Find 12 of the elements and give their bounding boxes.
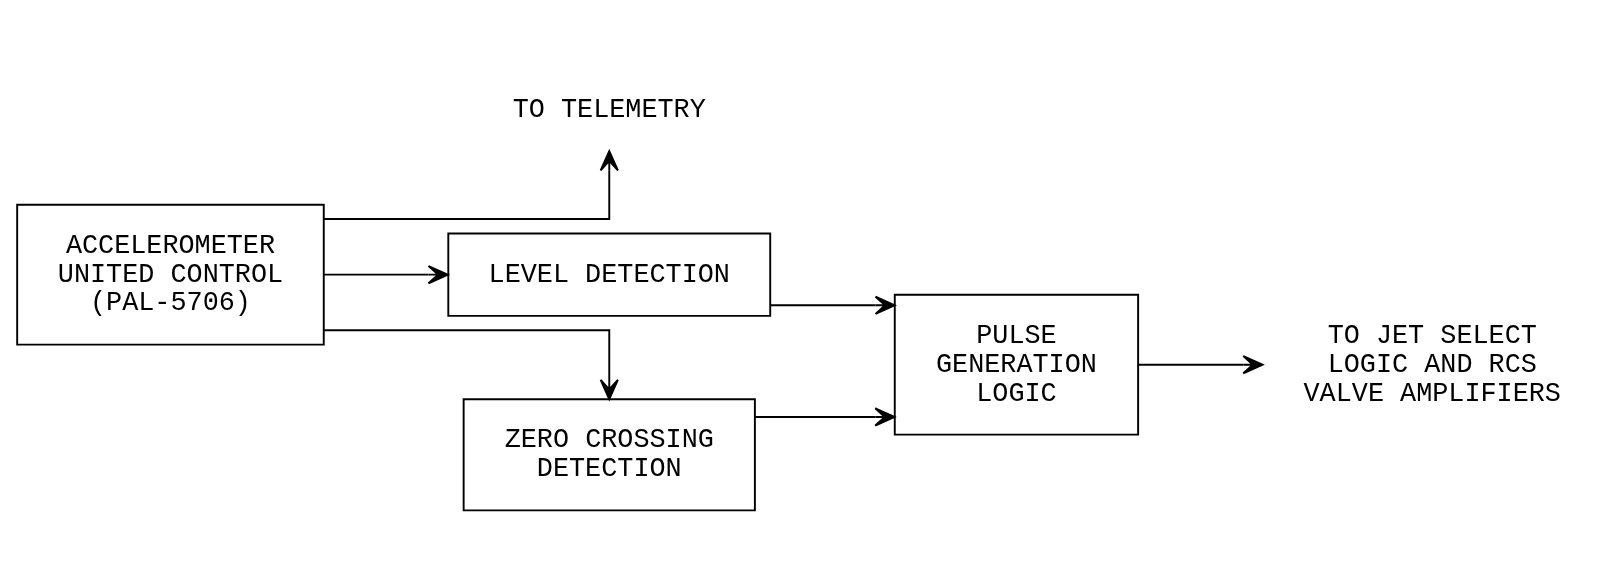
node-text: TO JET SELECT LOGIC AND RCS VALVE AMPLIFIERS xyxy=(1303,320,1561,409)
node-box: ZERO CROSSING DETECTION xyxy=(462,397,756,511)
arrow xyxy=(1137,354,1264,374)
arrow xyxy=(322,264,449,284)
arrow xyxy=(754,406,896,426)
arrow xyxy=(322,328,619,400)
node-box: LEVEL DETECTION xyxy=(447,232,772,317)
arrow xyxy=(769,295,896,315)
node-box: PULSE GENERATION LOGIC xyxy=(893,293,1140,436)
arrow xyxy=(322,149,619,220)
node-text: TO TELEMETRY xyxy=(512,94,706,125)
node-box: ACCELEROMETER UNITED CONTROL (PAL-5706) xyxy=(16,203,325,346)
